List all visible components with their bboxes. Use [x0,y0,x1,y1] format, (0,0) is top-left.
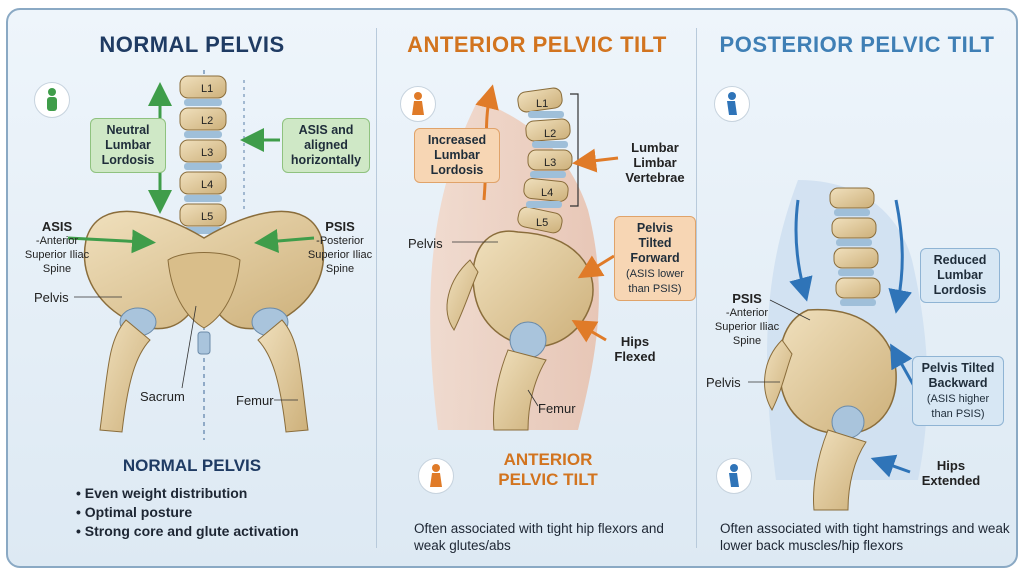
vertebra-label: L4 [201,179,214,191]
normal-benefits-list: Even weight distribution Optimal posture… [76,484,299,541]
psis-label: PSIS-Posterior Superior Iliac Spine [307,219,373,275]
tilt-forward-arrow [577,254,615,279]
pelvis-label: Pelvis [408,236,443,251]
pelvis-label: Pelvis [706,375,741,390]
list-item: Optimal posture [76,503,299,522]
anterior-tilt-panel: ANTERIOR PELVIC TILT [378,10,696,566]
standing-person-icon [714,86,750,122]
sacrum-label: Sacrum [140,389,185,404]
psis-label: PSIS-Anterior Superior Iliac Spine [714,291,780,347]
tilt-forward-box: Pelvis Tilted Forward(ASIS lower than PS… [614,216,696,301]
vertebra-label: L2 [544,128,557,140]
panel-divider [376,28,377,548]
psis-arrow [254,229,315,253]
reduced-lordosis-box: Reduced Lumbar Lordosis [920,248,1000,303]
standing-person-icon [418,458,454,494]
panel-divider [696,28,697,548]
normal-pelvis-panel: NORMAL PELVIS [8,10,376,566]
list-item: Even weight distribution [76,484,299,503]
anterior-description: Often associated with tight hip flexors … [414,521,664,553]
hips-flexed-arrow [571,319,607,343]
standing-person-icon [716,458,752,494]
increased-lordosis-box: Increased Lumbar Lordosis [414,128,500,183]
hips-extended-arrow [870,454,911,478]
standing-person-icon [34,82,70,118]
posterior-title: POSTERIOR PELVIC TILT [719,32,995,57]
femur-label: Femur [236,393,274,408]
vertebra-label: L5 [201,211,214,223]
pelvis-bone [446,230,594,431]
vertebra-label: L4 [541,187,554,199]
neutral-lordosis-box: Neutral Lumbar Lordosis [90,118,166,173]
hips-flexed-label: Hips Flexed [614,334,656,364]
normal-title: NORMAL PELVIS [99,32,285,57]
reduced-lordosis-arrow-left [789,199,813,302]
tilt-backward-arrow [890,343,916,387]
hips-extended-label: Hips Extended [921,458,981,488]
standing-person-icon [400,86,436,122]
vertebra-label: L2 [201,115,214,127]
asis-label: ASIS-Anterior Superior Iliac Spine [24,219,90,275]
normal-pelvis-illustration [67,70,325,440]
anterior-title: ANTERIOR PELVIC TILT [407,32,667,57]
normal-heading: NORMAL PELVIS [122,456,262,475]
reduced-lordosis-arrow-right [888,199,913,314]
lumbar-spine [829,187,881,306]
asis-aligned-box: ASIS and aligned horizontally [282,118,370,173]
vertebra-label: L3 [201,147,214,159]
asis-arrow [67,229,156,254]
list-item: Strong core and glute activation [76,522,299,541]
vertebra-label: L1 [201,83,214,95]
infographic-frame: NORMAL PELVIS [6,8,1018,568]
pelvis-bone [764,309,897,511]
femur-label: Femur [538,401,576,416]
posterior-tilt-panel: POSTERIOR PELVIC TILT [698,10,1016,566]
posterior-description: Often associated with tight hamstrings a… [720,521,1010,553]
pelvis-label: Pelvis [34,290,69,305]
vertebra-label: L3 [544,157,557,169]
lumbar-arrow [572,148,619,173]
posterior-tilt-illustration [748,180,928,511]
lumbar-spine [179,75,227,234]
lumbar-spine [517,87,573,234]
vertebra-label: L1 [536,98,549,110]
tilt-backward-box: Pelvis Tilted Backward(ASIS higher than … [912,356,1004,426]
lumbar-vertebrae-label: Lumbar Limbar Vertebrae [625,140,685,185]
vertebra-label: L5 [536,217,549,229]
femurs [99,319,309,433]
